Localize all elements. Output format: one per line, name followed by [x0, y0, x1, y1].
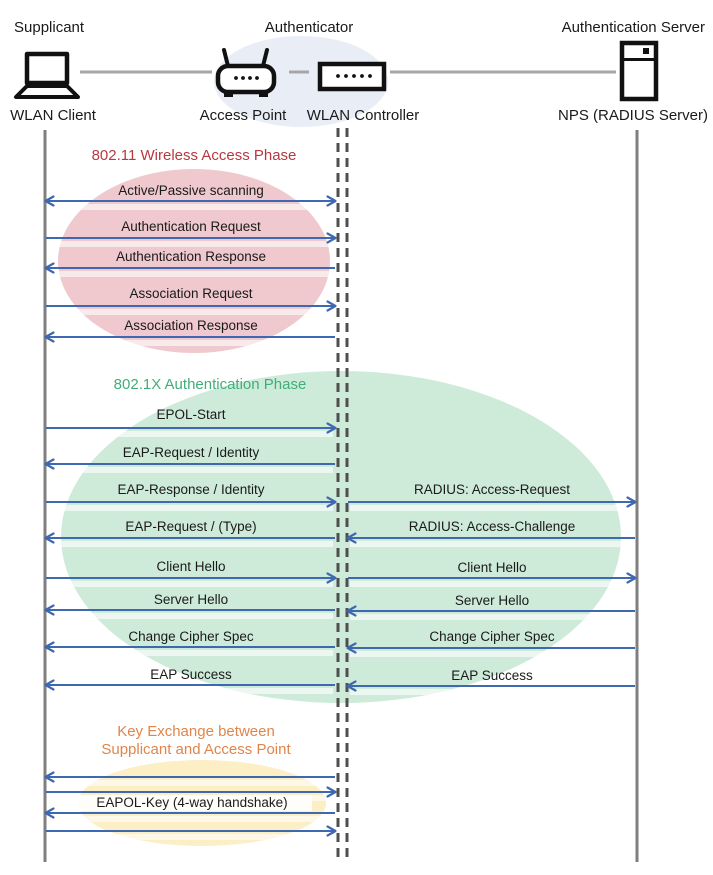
message-label-eap-response-identity: EAP-Response / Identity: [117, 482, 265, 497]
message-label-epol-start: EPOL-Start: [156, 407, 226, 422]
controller-icon: [317, 61, 387, 92]
message-label-client-hello-right: Client Hello: [457, 560, 527, 575]
wireless-router-icon: [215, 48, 277, 97]
message-label-radius-access-challenge: RADIUS: Access-Challenge: [408, 519, 576, 534]
message-label-eapol-key-handshake: EAPOL-Key (4-way handshake): [72, 795, 312, 811]
device-label-access-point: Access Point: [199, 107, 287, 124]
message-label-association-response: Association Response: [124, 318, 258, 333]
role-label-supplicant: Supplicant: [14, 19, 85, 36]
message-label-authentication-request: Authentication Request: [121, 219, 261, 234]
message-label-radius-access-request: RADIUS: Access-Request: [413, 482, 571, 497]
role-label-authenticator: Authenticator: [264, 19, 354, 36]
server-icon: [619, 40, 659, 102]
arrow-underlays: [48, 204, 633, 840]
message-label-eap-success-left: EAP Success: [150, 667, 232, 682]
role-label-authentication-server: Authentication Server: [561, 19, 705, 36]
message-label-authentication-response: Authentication Response: [115, 249, 267, 264]
phase3-title-line2: Supplicant and Access Point: [101, 741, 291, 758]
message-label-client-hello-left: Client Hello: [156, 559, 226, 574]
message-label-association-request: Association Request: [129, 286, 253, 301]
message-label-server-hello-right: Server Hello: [454, 593, 530, 608]
message-label-eap-request-type: EAP-Request / (Type): [125, 519, 257, 534]
laptop-icon: [14, 51, 80, 99]
message-label-eap-success-right: EAP Success: [451, 668, 533, 683]
phase1-title: 802.11 Wireless Access Phase: [91, 147, 297, 164]
device-label-wlan-client: WLAN Client: [10, 107, 96, 124]
message-label-change-cipher-spec-left: Change Cipher Spec: [128, 629, 254, 644]
device-label-nps-radius-server: NPS (RADIUS Server): [557, 107, 709, 124]
message-label-active-passive-scanning: Active/Passive scanning: [118, 183, 264, 198]
message-label-eap-request-identity: EAP-Request / Identity: [122, 445, 260, 460]
device-label-wlan-controller: WLAN Controller: [306, 107, 420, 124]
phase2-title: 802.1X Authentication Phase: [113, 376, 307, 393]
phase3-title-line1: Key Exchange between: [117, 723, 275, 740]
message-label-change-cipher-spec-right: Change Cipher Spec: [429, 629, 555, 644]
message-label-server-hello-left: Server Hello: [153, 592, 229, 607]
wlan-controller-lifeline-dashed: [336, 128, 349, 857]
